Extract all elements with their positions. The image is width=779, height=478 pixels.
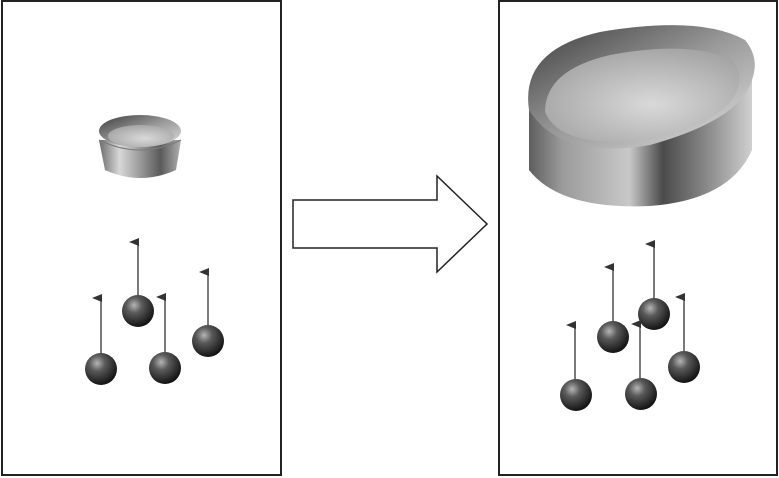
velocity-arrows-after (566, 240, 685, 381)
particle-sphere (149, 352, 181, 384)
particle-sphere (192, 325, 224, 357)
velocity-arrows-before (92, 238, 209, 354)
particle-sphere (560, 379, 592, 411)
particle-sphere (625, 378, 657, 410)
panel-after (498, 0, 778, 476)
panel-before-frame (1, 0, 282, 476)
particles-after (560, 298, 700, 411)
right-arrow-icon (292, 174, 489, 274)
particles-before (85, 295, 224, 385)
particle-sphere (638, 298, 670, 330)
particle-sphere (668, 351, 700, 383)
panel-before (1, 0, 282, 476)
large-bowl (528, 25, 755, 207)
particle-sphere (597, 321, 629, 353)
small-bowl (98, 115, 182, 178)
particle-sphere (85, 353, 117, 385)
particle-sphere (122, 295, 154, 327)
